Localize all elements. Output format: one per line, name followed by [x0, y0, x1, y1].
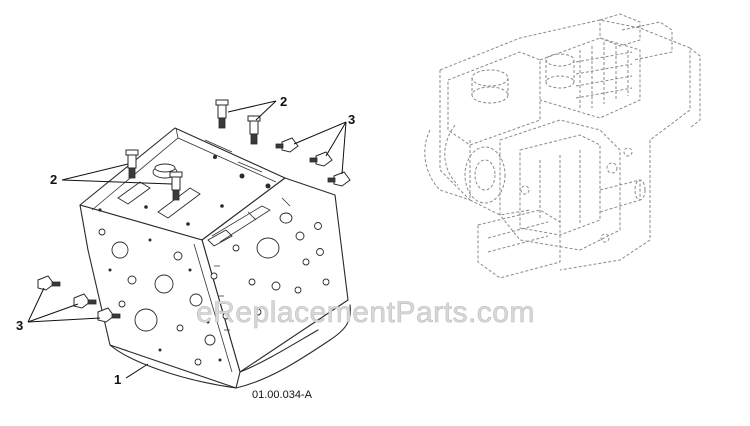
callout-nut-left: 3: [16, 318, 23, 333]
leader-lines: [27, 100, 347, 379]
watermark-text: eReplacementParts.com: [196, 296, 535, 329]
callout-nut-upper: 3: [348, 112, 355, 127]
engine-outline-icon: [424, 13, 701, 279]
diagram-part-code: 01.00.034-A: [252, 389, 313, 401]
callout-fitting-upper: 2: [280, 94, 287, 109]
nut-left-group: [37, 275, 121, 323]
callout-housing: 1: [114, 372, 121, 387]
fitting-left-pair: [125, 149, 183, 201]
auger-housing-icon: [79, 127, 351, 389]
callout-fitting-left: 2: [50, 172, 57, 187]
nut-upper-group: [275, 137, 351, 187]
fitting-upper-pair: [215, 99, 261, 145]
